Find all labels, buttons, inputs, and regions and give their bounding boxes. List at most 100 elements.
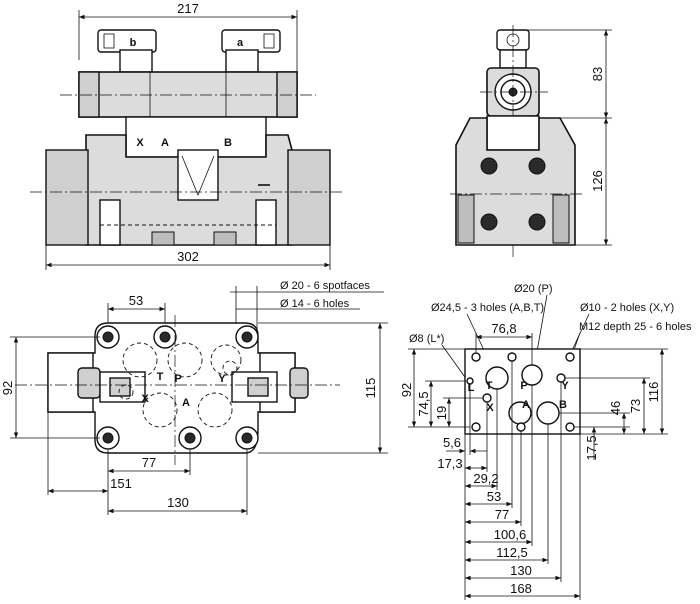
p-hole-callout: Ø20 (P) (514, 283, 553, 295)
bolt-hole (241, 331, 253, 343)
port-b-label: B (224, 137, 232, 149)
port-y-label: Y (218, 373, 226, 385)
bolt-head (528, 213, 546, 231)
dim-5-6-label: 5,6 (443, 435, 461, 450)
port-section (151, 231, 175, 246)
dim-130-label: 130 (167, 495, 189, 510)
dim-19-label: 19 (434, 406, 449, 420)
port-section (213, 231, 237, 246)
solenoid-connector-a (221, 29, 281, 53)
thread-hole (565, 422, 575, 432)
port-hole-b (536, 401, 560, 425)
xy-holes-callout: Ø10 - 2 holes (X,Y) (580, 302, 674, 314)
dim-77-label: 77 (495, 507, 509, 522)
abt-holes-callout: Ø24,5 - 3 holes (A,B,T) (431, 302, 544, 314)
connector-plug (247, 377, 269, 397)
side-pilot-block (486, 115, 540, 151)
bottom-view: Ø 20 - 6 spotfaces Ø 14 - 6 holes 53 (0, 280, 388, 515)
dim-17-3-label: 17,3 (437, 456, 462, 471)
knob-left (77, 367, 101, 399)
port-x-label: X (141, 393, 149, 405)
hidden-port (210, 344, 242, 376)
connector-plug (109, 377, 131, 397)
leader-line (441, 344, 468, 381)
solenoid-end-cap (276, 71, 298, 118)
port-p-label: P (520, 380, 527, 392)
end-cap-left (47, 352, 94, 413)
end-cover-right (287, 149, 331, 246)
dim-83-label: 83 (590, 67, 605, 81)
solenoid-connector-b (97, 29, 157, 53)
spotfaces-callout: Ø 20 - 6 spotfaces (280, 280, 370, 292)
lower-recess (99, 199, 121, 246)
knob-right (289, 367, 309, 399)
dim-151-label: 151 (110, 476, 132, 491)
dim-100-6-label: 100,6 (494, 527, 527, 542)
bolt-head (480, 213, 498, 231)
dim-53-label: 53 (487, 489, 501, 504)
front-view: 217 b a X A B (30, 1, 345, 270)
dim-112-5-label: 112,5 (496, 545, 528, 560)
port-t-label: T (486, 380, 493, 392)
thread-hole (516, 422, 526, 432)
port-a-label: A (182, 397, 190, 409)
side-section (457, 194, 475, 244)
dim-126-label: 126 (590, 170, 605, 192)
dim-115-label: 115 (363, 378, 378, 399)
connector-grip (263, 33, 275, 49)
dim-76-8-label: 76,8 (491, 321, 516, 336)
connector-neck (119, 49, 153, 73)
thread-hole (471, 422, 481, 432)
dim-116-label: 116 (646, 382, 661, 403)
bolt-head (480, 157, 498, 175)
dim-53-label: 53 (129, 293, 143, 308)
solenoid-body (78, 71, 298, 118)
hidden-port (197, 392, 233, 428)
port-a-label: A (161, 137, 169, 149)
bolt-head (528, 157, 546, 175)
dim-168-label: 168 (510, 581, 532, 596)
bolt-hole (184, 432, 196, 444)
spool-symbol (181, 155, 215, 197)
hidden-port (142, 392, 178, 428)
bolt-hole (159, 331, 171, 343)
dim-29-2-label: 29,2 (473, 471, 498, 486)
dim-92-label: 92 (399, 383, 414, 397)
port-x-label: X (486, 402, 494, 414)
thread-hole (565, 352, 575, 362)
port-a-label: A (522, 399, 530, 411)
hidden-port (122, 342, 158, 378)
dim-130-label: 130 (510, 563, 532, 578)
thread-hole (471, 352, 481, 362)
side-section (552, 194, 570, 244)
bolt-hole (102, 331, 114, 343)
connector-neck (225, 49, 259, 73)
dim-92-label: 92 (0, 381, 15, 395)
dim-302-label: 302 (177, 249, 199, 264)
dim-73-label: 73 (628, 399, 643, 413)
port-b-label: B (559, 399, 567, 411)
hidden-port-small (118, 384, 134, 400)
bolt-hole (102, 432, 114, 444)
port-x-label: X (136, 137, 144, 149)
solenoid-b-label: b (130, 37, 137, 49)
end-cover-left (45, 149, 89, 246)
dim-17-5-label: 17,5 (584, 435, 599, 460)
mounting-face-view: Ø20 (P) Ø24,5 - 3 holes (A,B,T) Ø10 - 2 … (399, 283, 692, 600)
center-pocket (177, 149, 219, 201)
port-l-label: L (468, 382, 475, 394)
port-hole-x (482, 393, 492, 403)
port-p-label: P (174, 373, 181, 385)
hidden-port (167, 342, 203, 378)
side-view: 83 126 (450, 25, 612, 260)
connector-grip (103, 33, 115, 49)
bolt-hole (241, 432, 253, 444)
port-y-label: Y (561, 380, 569, 392)
thread-callout: M12 depth 25 - 6 holes (579, 321, 692, 333)
lower-recess (255, 199, 277, 246)
l-hole-callout: Ø8 (L*) (409, 333, 444, 345)
hidden-port-small (222, 360, 238, 376)
solenoid-end-cap (78, 71, 100, 118)
holes-callout: Ø 14 - 6 holes (280, 298, 350, 310)
